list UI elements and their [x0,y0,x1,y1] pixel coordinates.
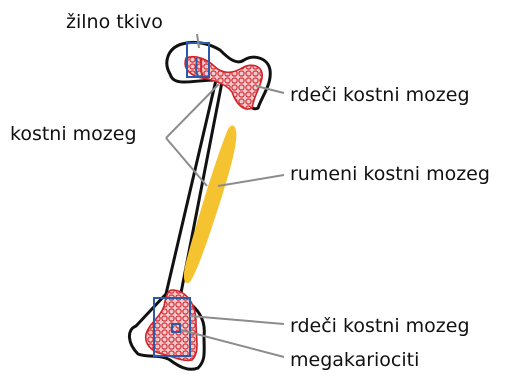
label-yellow-bone-marrow: rumeni kostni mozeg [290,163,490,185]
label-bone-marrow: kostni mozeg [10,123,137,145]
label-vascular-tissue: žilno tkivo [66,11,163,33]
label-red-bone-marrow-upper: rdeči kostni mozeg [290,84,470,106]
label-megakaryocytes: megakariociti [290,349,419,371]
leader-yellow [218,175,284,186]
label-red-bone-marrow-lower: rdeči kostni mozeg [290,315,470,337]
